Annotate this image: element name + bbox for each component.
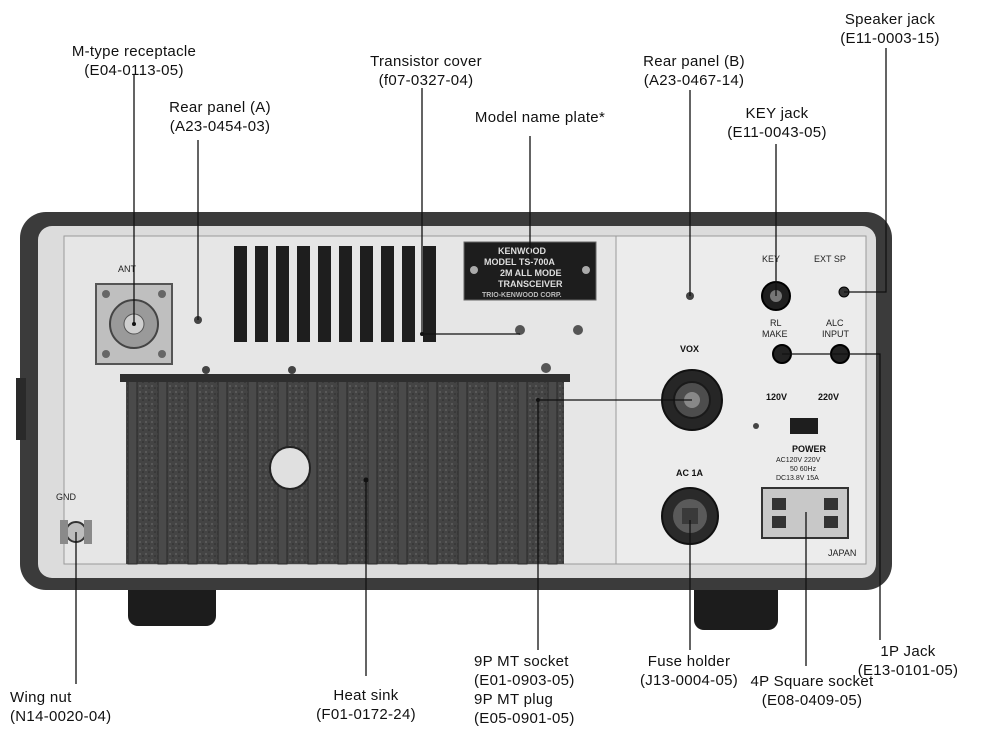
label-text: 9P MT socket xyxy=(474,653,569,670)
label-model-name-plate: Model name plate* xyxy=(452,108,628,127)
input-marking: INPUT xyxy=(822,329,850,339)
label-text: Rear panel (B) xyxy=(643,53,745,70)
transistor-cover-screw xyxy=(515,325,525,335)
label-1p-jack: 1P Jack (E13-0101-05) xyxy=(840,642,976,680)
side-bracket xyxy=(16,378,26,440)
label-rear-panel-a: Rear panel (A) (A23-0454-03) xyxy=(140,98,300,136)
label-fuse-holder: Fuse holder (J13-0004-05) xyxy=(624,652,754,690)
model-name-plate: KENWOOD MODEL TS-700A 2M ALL MODE TRANSC… xyxy=(463,241,597,301)
label-text: Rear panel (A) xyxy=(169,99,271,116)
japan-marking: JAPAN xyxy=(828,548,856,558)
label-key-jack: KEY jack (E11-0043-05) xyxy=(710,104,844,142)
label-text-2: 9P MT plug xyxy=(474,691,554,708)
label-code: (E01-0903-05) xyxy=(474,672,575,689)
label-transistor-cover: Transistor cover (f07-0327-04) xyxy=(348,52,504,90)
heat-sink xyxy=(120,374,570,565)
label-code: (f07-0327-04) xyxy=(378,72,474,89)
svg-text:KENWOOD: KENWOOD xyxy=(498,246,546,256)
label-code: (N14-0020-04) xyxy=(10,708,112,725)
power-rating-3: DC13.8V 15A xyxy=(776,475,819,482)
key-marking: KEY xyxy=(762,254,780,264)
heat-sink-screw xyxy=(202,366,210,374)
label-text: M-type receptacle xyxy=(71,43,197,60)
svg-text:TRANSCEIVER: TRANSCEIVER xyxy=(498,279,563,289)
label-text: Fuse holder xyxy=(647,653,731,670)
label-code: (J13-0004-05) xyxy=(639,672,739,689)
leader-speaker-jack xyxy=(844,48,887,293)
v220-marking: 220V xyxy=(818,392,839,402)
ventilation-slots xyxy=(234,246,436,342)
fuse-holder-drawing xyxy=(661,487,719,545)
power-marking: POWER xyxy=(792,444,827,454)
label-code: (A23-0467-14) xyxy=(643,72,745,89)
label-code: (F01-0172-24) xyxy=(316,706,416,723)
svg-text:MODEL TS-700A: MODEL TS-700A xyxy=(484,257,555,267)
power-rating-1: AC120V 220V xyxy=(776,457,821,464)
label-rear-panel-b: Rear panel (B) (A23-0467-14) xyxy=(620,52,768,90)
ac1a-marking: AC 1A xyxy=(676,468,704,478)
label-wing-nut: Wing nut (N14-0020-04) xyxy=(10,688,140,726)
make-marking: MAKE xyxy=(762,329,788,339)
label-code: (E11-0043-05) xyxy=(727,124,827,141)
rl-marking: RL xyxy=(770,318,782,328)
right-foot xyxy=(694,578,778,630)
square-socket-drawing xyxy=(761,487,849,539)
label-speaker-jack: Speaker jack (E11-0003-15) xyxy=(820,10,960,48)
label-text: Heat sink xyxy=(333,687,399,704)
label-code-2: (E05-0901-05) xyxy=(474,710,575,727)
label-text: Model name plate* xyxy=(474,109,606,126)
voltage-selector xyxy=(790,418,818,434)
ext-sp-marking: EXT SP xyxy=(814,254,846,264)
label-text: Wing nut xyxy=(10,689,72,706)
vox-marking: VOX xyxy=(680,344,699,354)
ant-marking: ANT xyxy=(118,264,137,274)
heat-sink-screw xyxy=(541,363,551,373)
alc-marking: ALC xyxy=(826,318,844,328)
svg-text:TRIO-KENWOOD CORP.: TRIO-KENWOOD CORP. xyxy=(482,292,562,299)
voltage-selector-screw xyxy=(753,423,759,429)
heat-sink-screw xyxy=(288,366,296,374)
label-text: 1P Jack xyxy=(880,643,936,660)
label-code: (E04-0113-05) xyxy=(84,62,184,79)
svg-text:2M ALL MODE: 2M ALL MODE xyxy=(500,268,562,278)
label-text: Transistor cover xyxy=(370,53,482,70)
label-text: KEY jack xyxy=(745,105,809,122)
label-mt-socket: 9P MT socket (E01-0903-05) 9P MT plug (E… xyxy=(474,652,610,728)
label-heat-sink: Heat sink (F01-0172-24) xyxy=(296,686,436,724)
label-code: (A23-0454-03) xyxy=(169,118,271,135)
leader-1p-jack xyxy=(782,353,881,640)
label-square-socket: 4P Square socket (E08-0409-05) xyxy=(742,672,882,710)
label-code: (E08-0409-05) xyxy=(761,692,863,709)
transistor-cover-screw xyxy=(573,325,583,335)
label-text: Speaker jack xyxy=(844,11,936,28)
power-rating-2: 50 60Hz xyxy=(790,466,817,473)
v120-marking: 120V xyxy=(766,392,787,402)
label-m-type-receptacle: M-type receptacle (E04-0113-05) xyxy=(40,42,228,80)
label-code: (E13-0101-05) xyxy=(857,662,959,679)
label-text: 4P Square socket xyxy=(750,673,874,690)
label-code: (E11-0003-15) xyxy=(840,30,940,47)
gnd-marking: GND xyxy=(56,492,77,502)
